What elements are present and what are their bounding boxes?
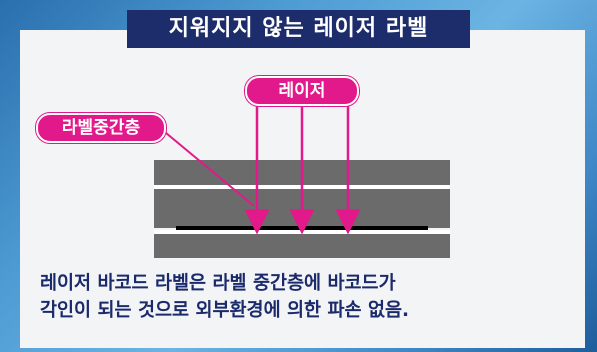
middle-layer-label: 라벨중간층 (36, 113, 166, 143)
middle-layer-pointer (159, 127, 255, 207)
page-title: 지워지지 않는 레이저 라벨 (127, 10, 470, 48)
engraved-barcode-line (176, 226, 428, 230)
label-layer-bottom (154, 234, 450, 258)
laser-label: 레이저 (245, 76, 359, 106)
caption-text: 레이저 바코드 라벨은 라벨 중간층에 바코드가 각인이 되는 것으로 외부환경… (40, 273, 410, 321)
layer-separator-bottom (154, 230, 450, 234)
